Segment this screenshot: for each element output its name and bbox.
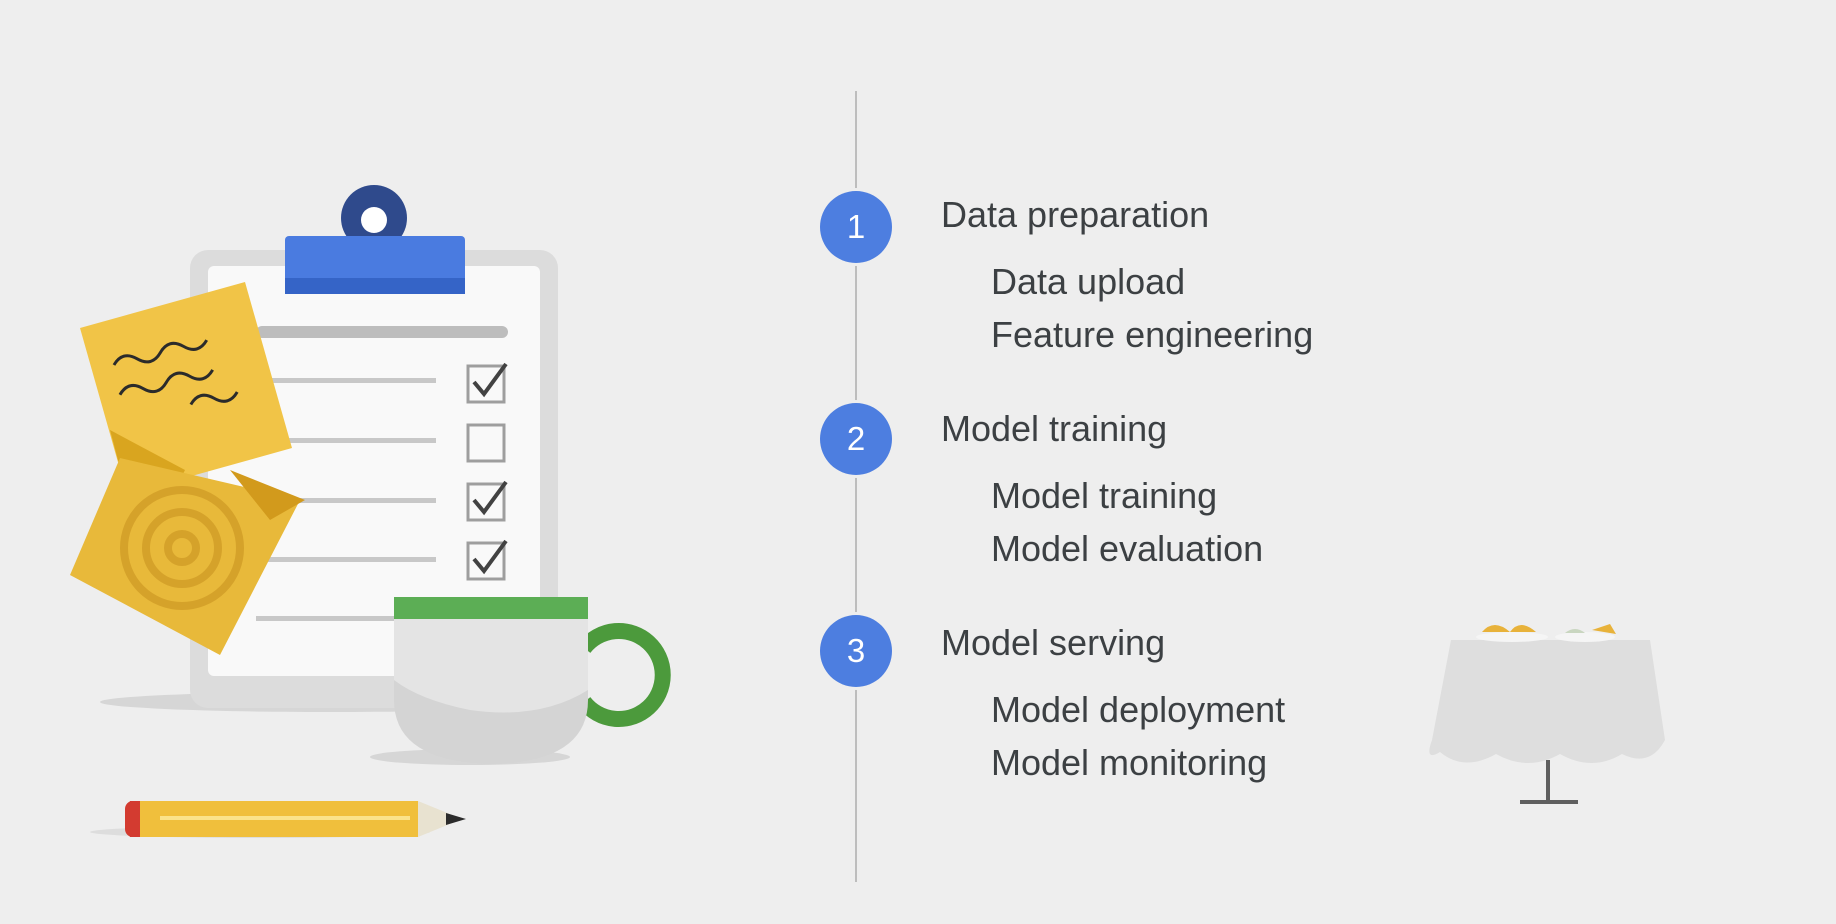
step-2-title: Model training — [941, 408, 1168, 449]
step-2-number-badge: 2 — [820, 403, 892, 475]
dining-table-icon — [1429, 624, 1665, 804]
step-3-substep-2: Model monitoring — [991, 742, 1268, 783]
step-3-substep-1: Model deployment — [991, 689, 1286, 730]
step-1-number-badge: 1 — [820, 191, 892, 263]
step-2-substep-2: Model evaluation — [991, 528, 1264, 569]
target-icon — [70, 458, 305, 655]
pencil-icon — [90, 801, 466, 838]
step-1-substep-2: Feature engineering — [991, 314, 1314, 355]
step-2-substep-1: Model training — [991, 475, 1218, 516]
step-3-title: Model serving — [941, 622, 1166, 663]
clipboard-icon — [100, 185, 560, 712]
coffee-cup-icon — [370, 597, 671, 765]
timeline-line — [855, 91, 857, 882]
step-1-substep-1: Data upload — [991, 261, 1186, 302]
step-3-number-badge: 3 — [820, 615, 892, 687]
step-1-title: Data preparation — [941, 194, 1210, 235]
